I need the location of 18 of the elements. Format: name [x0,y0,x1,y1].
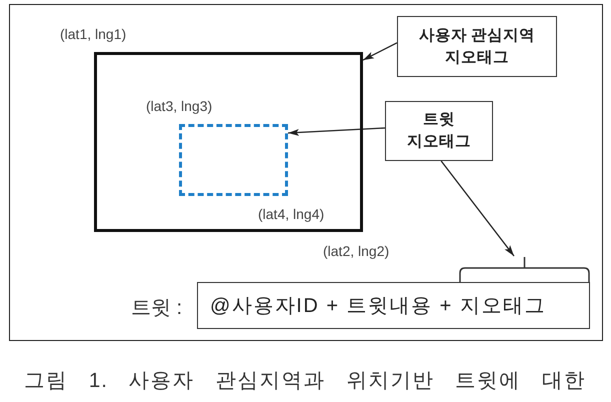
box-text: 트윗 지오태그 [406,110,472,152]
dashed-rectangle [179,124,288,196]
tweet-format-box [197,282,590,329]
region-rectangle [94,52,363,232]
figure-caption: 그림 1. 사용자 관심지역과 위치기반 트윗에 대한 [24,369,586,394]
curly-brace [459,256,590,284]
box-text: 사용자 관심지역 지오태그 [418,26,536,68]
coordinate-label: (lat3, lng3) [146,98,212,115]
arrow [288,127,386,136]
coordinate-label: (lat2, lng2) [323,243,390,260]
coordinate-label: (lat1, lng1) [60,26,126,43]
callout-box [397,16,557,77]
row-label: 트윗 : [131,296,182,321]
arrow [362,42,398,61]
callout-box [385,101,493,161]
coordinate-label: (lat4, lng4) [258,206,324,223]
box-text: @사용자ID + 트윗내용 + 지오태그 [210,294,546,319]
arrow [440,160,515,256]
